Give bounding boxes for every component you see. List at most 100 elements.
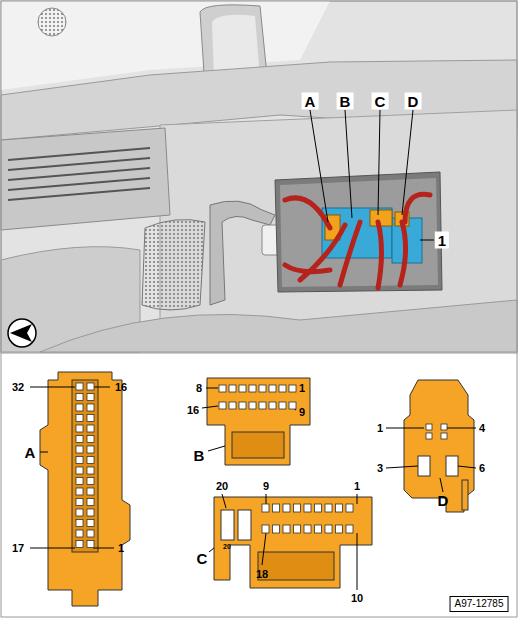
pin-cavity xyxy=(87,467,94,474)
pin-cavity xyxy=(76,415,83,422)
pin-cavity xyxy=(426,424,432,430)
connector-letter: D xyxy=(438,493,449,508)
pin-cavity xyxy=(87,394,94,401)
pin-cavity xyxy=(325,525,332,533)
pin-cavity xyxy=(304,504,311,512)
pin-cavity xyxy=(346,504,353,512)
pin-cavity xyxy=(239,385,246,392)
pin-number: 16 xyxy=(115,382,127,393)
pin-cavity xyxy=(336,504,343,512)
pin-cavity xyxy=(219,402,226,409)
pin-cavity xyxy=(441,424,447,430)
callout-letter: C xyxy=(372,93,389,110)
pin-cavity xyxy=(315,525,322,533)
pin-cavity xyxy=(441,433,447,439)
pin-cavity xyxy=(315,504,322,512)
pin-cavity xyxy=(87,425,94,432)
pin-cavity xyxy=(87,488,94,495)
pin-cavity xyxy=(346,525,353,533)
figure-id: A97-12785 xyxy=(450,596,509,612)
pin-cavity xyxy=(289,385,296,392)
pin-cavity xyxy=(76,394,83,401)
pin-cavity xyxy=(273,504,280,512)
pin-cavity xyxy=(87,383,94,390)
pin-number: 18 xyxy=(256,569,268,580)
pin-cavity xyxy=(87,404,94,411)
pin-cavity xyxy=(76,488,83,495)
pin-cavity xyxy=(76,478,83,485)
pin-cavity xyxy=(87,530,94,537)
pin-cavity xyxy=(279,402,286,409)
pin-cavity xyxy=(325,504,332,512)
pin-cavity xyxy=(76,520,83,527)
pin-cavity xyxy=(76,425,83,432)
pin-cavity xyxy=(336,525,343,533)
pin-cavity xyxy=(76,541,83,548)
pin-cavity xyxy=(294,504,301,512)
pin-number: 9 xyxy=(263,481,269,492)
pin-cavity xyxy=(259,402,266,409)
pin-cavity xyxy=(76,509,83,516)
pin-cavity xyxy=(87,541,94,548)
pin-cavity xyxy=(259,385,266,392)
pin-cavity xyxy=(249,385,256,392)
pin-cavity xyxy=(87,415,94,422)
callout-number: 1 xyxy=(435,232,449,249)
pin-cavity xyxy=(269,385,276,392)
pin-cavity xyxy=(87,509,94,516)
pin-cavity xyxy=(304,525,311,533)
pin-number: 8 xyxy=(196,383,202,394)
connector-letter: A xyxy=(25,445,36,460)
pin-cavity xyxy=(294,525,301,533)
pin-cavity xyxy=(273,525,280,533)
pin-cavity xyxy=(262,525,269,533)
pin-number: 1 xyxy=(377,423,383,434)
pin-cavity xyxy=(76,436,83,443)
pin-cavity xyxy=(269,402,276,409)
pin-cavity xyxy=(76,467,83,474)
pin-cavity xyxy=(87,520,94,527)
pin-cavity xyxy=(229,385,236,392)
pin-number: 3 xyxy=(377,463,383,474)
pin-number: 16 xyxy=(187,405,199,416)
pin-number: 20 xyxy=(216,481,228,492)
pin-cavity xyxy=(87,478,94,485)
pin-cavity xyxy=(249,402,256,409)
pin-cavity xyxy=(76,457,83,464)
pin-number: 4 xyxy=(479,423,485,434)
callout-letter: D xyxy=(405,93,422,110)
pin-number: 32 xyxy=(12,382,24,393)
pin-cavity xyxy=(229,402,236,409)
pin-cavity xyxy=(283,525,290,533)
pin-cavity xyxy=(289,402,296,409)
pin-cavity xyxy=(76,404,83,411)
pin-cavity xyxy=(76,383,83,390)
connector-letter: B xyxy=(194,448,205,463)
pin-number: 1 xyxy=(299,383,305,394)
pin-number: 1 xyxy=(354,481,360,492)
pin-cavity xyxy=(262,504,269,512)
pin-number: 10 xyxy=(351,593,363,604)
pin-number: 1 xyxy=(118,543,124,554)
pin-number: 17 xyxy=(12,543,24,554)
pin-cavity xyxy=(76,499,83,506)
pin-cavity xyxy=(283,504,290,512)
callout-letter: A xyxy=(302,93,319,110)
callout-letter: B xyxy=(337,93,354,110)
pin-number: 9 xyxy=(299,407,305,418)
pin-cavities xyxy=(76,383,447,548)
pin-cavity xyxy=(87,499,94,506)
pin-cavity xyxy=(219,385,226,392)
pin-cavity xyxy=(76,446,83,453)
pin-number: 20 xyxy=(223,543,231,550)
pin-cavity xyxy=(279,385,286,392)
pin-cavity xyxy=(426,433,432,439)
connector-letter: C xyxy=(197,551,208,566)
pin-cavity xyxy=(76,530,83,537)
pin-cavity xyxy=(87,457,94,464)
pin-cavity xyxy=(87,436,94,443)
pin-cavity xyxy=(239,402,246,409)
pin-cavity xyxy=(87,446,94,453)
